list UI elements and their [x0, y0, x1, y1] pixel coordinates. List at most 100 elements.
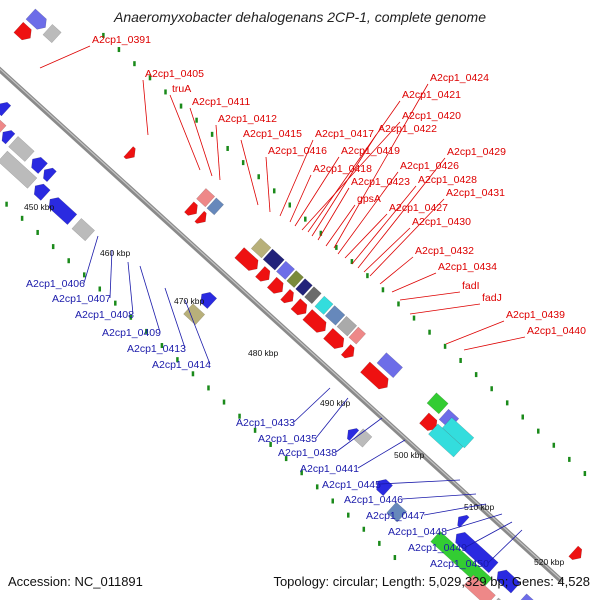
tick-mark [117, 47, 121, 53]
tick-mark [67, 258, 70, 264]
gene-label-forward: A2cp1_0424 [430, 72, 489, 84]
leader-line [240, 139, 259, 206]
gene-label-reverse: A2cp1_0407 [52, 293, 111, 305]
leader-line [487, 529, 523, 564]
gene-block [255, 265, 271, 282]
tick-mark [191, 371, 195, 377]
tick-mark [331, 498, 334, 504]
tick-mark [145, 328, 148, 334]
tick-mark [160, 343, 164, 349]
gene-label-reverse: A2cp1_0413 [127, 343, 186, 355]
gene-label-reverse: A2cp1_0414 [152, 359, 211, 371]
tick-mark [207, 385, 210, 391]
gene-block [520, 593, 534, 600]
tick-mark [350, 259, 354, 265]
leader-line [164, 287, 186, 349]
gene-label-forward: truA [172, 83, 191, 95]
tick-mark [335, 244, 338, 250]
tick-mark [304, 216, 307, 222]
gene-block [323, 327, 345, 349]
gene-block [206, 197, 225, 216]
leader-line [337, 171, 399, 255]
tick-mark [269, 441, 272, 447]
gene-label-reverse: A2cp1_0446 [344, 494, 403, 506]
gene-block [496, 597, 502, 600]
gene-block [426, 392, 449, 415]
kbp-label: 470 kbp [174, 296, 205, 306]
kbp-label: 450 kbp [24, 202, 55, 212]
gene-block [276, 260, 296, 280]
leader-line [301, 121, 401, 231]
gene-label-reverse: A2cp1_0449 [408, 542, 467, 554]
tick-mark [490, 386, 493, 392]
leader-line [289, 174, 312, 223]
gene-block [324, 305, 346, 326]
gene-label-reverse: A2cp1_0448 [388, 526, 447, 538]
accession-text: Accession: NC_011891 [8, 574, 143, 589]
gene-block [262, 248, 285, 271]
tick-mark [362, 526, 366, 532]
gene-label-reverse: A2cp1_0450 [430, 558, 489, 570]
gene-block [194, 210, 207, 224]
gene-block [25, 8, 47, 30]
gene-blocks [0, 8, 583, 600]
leader-line [363, 227, 411, 273]
gene-block [71, 218, 95, 242]
tick-mark [102, 32, 105, 38]
leader-line [344, 213, 388, 259]
gene-label-forward: A2cp1_0415 [243, 128, 302, 140]
gene-block [184, 201, 198, 216]
gene-block [314, 295, 334, 315]
gene-block [266, 276, 284, 294]
tick-mark [133, 61, 136, 67]
tick-mark [257, 174, 260, 180]
tick-mark [226, 145, 229, 151]
leader-line [142, 79, 149, 136]
tick-mark [238, 413, 241, 419]
tick-mark [319, 230, 323, 236]
gene-block [568, 545, 583, 561]
gene-block [286, 270, 304, 288]
gene-label-forward: A2cp1_0411 [192, 96, 250, 108]
gene-label-forward: A2cp1_0434 [438, 261, 497, 273]
tick-mark [241, 160, 245, 166]
tick-mark [222, 399, 226, 405]
kbp-label: 520 kbp [534, 557, 565, 567]
gene-label-forward: A2cp1_0418 [313, 163, 372, 175]
gene-label-forward: A2cp1_0421 [402, 89, 461, 101]
leader-line [333, 83, 429, 249]
tick-mark [521, 414, 524, 420]
gene-block [346, 428, 360, 442]
tick-mark [537, 428, 540, 434]
tick-mark [179, 103, 183, 109]
leader-line [445, 513, 503, 532]
kbp-label: 460 kbp [100, 248, 131, 258]
gene-block [0, 150, 38, 189]
leader-line [169, 94, 201, 171]
gene-block [13, 21, 32, 41]
gene-label-forward: A2cp1_0432 [415, 245, 474, 257]
gene-label-reverse: A2cp1_0435 [258, 433, 317, 445]
gene-block [348, 326, 367, 345]
leader-line [265, 156, 271, 213]
leader-line [215, 124, 221, 181]
leader-line [325, 204, 356, 247]
map-title: Anaeromyxobacter dehalogenans 2CP-1, com… [113, 9, 486, 25]
tick-mark [412, 315, 416, 321]
gene-label-reverse: A2cp1_0447 [366, 510, 425, 522]
gene-label-forward: A2cp1_0391 [92, 34, 151, 46]
gene-block [8, 136, 35, 162]
tick-mark [568, 456, 571, 462]
gene-label-reverse: A2cp1_0433 [236, 417, 295, 429]
gene-label-forward: fadI [462, 280, 480, 292]
genome-summary-text: Topology: circular; Length: 5,029,329 bp… [273, 574, 590, 589]
gene-block [419, 412, 438, 431]
gene-label-reverse: A2cp1_0409 [102, 327, 161, 339]
leader-line [399, 291, 461, 301]
gene-label-forward: A2cp1_0429 [447, 146, 506, 158]
gene-label-forward: fadJ [482, 292, 502, 304]
tick-mark [148, 75, 152, 81]
gene-block [360, 361, 389, 390]
leader-line [127, 261, 134, 315]
leader-line [369, 198, 445, 277]
